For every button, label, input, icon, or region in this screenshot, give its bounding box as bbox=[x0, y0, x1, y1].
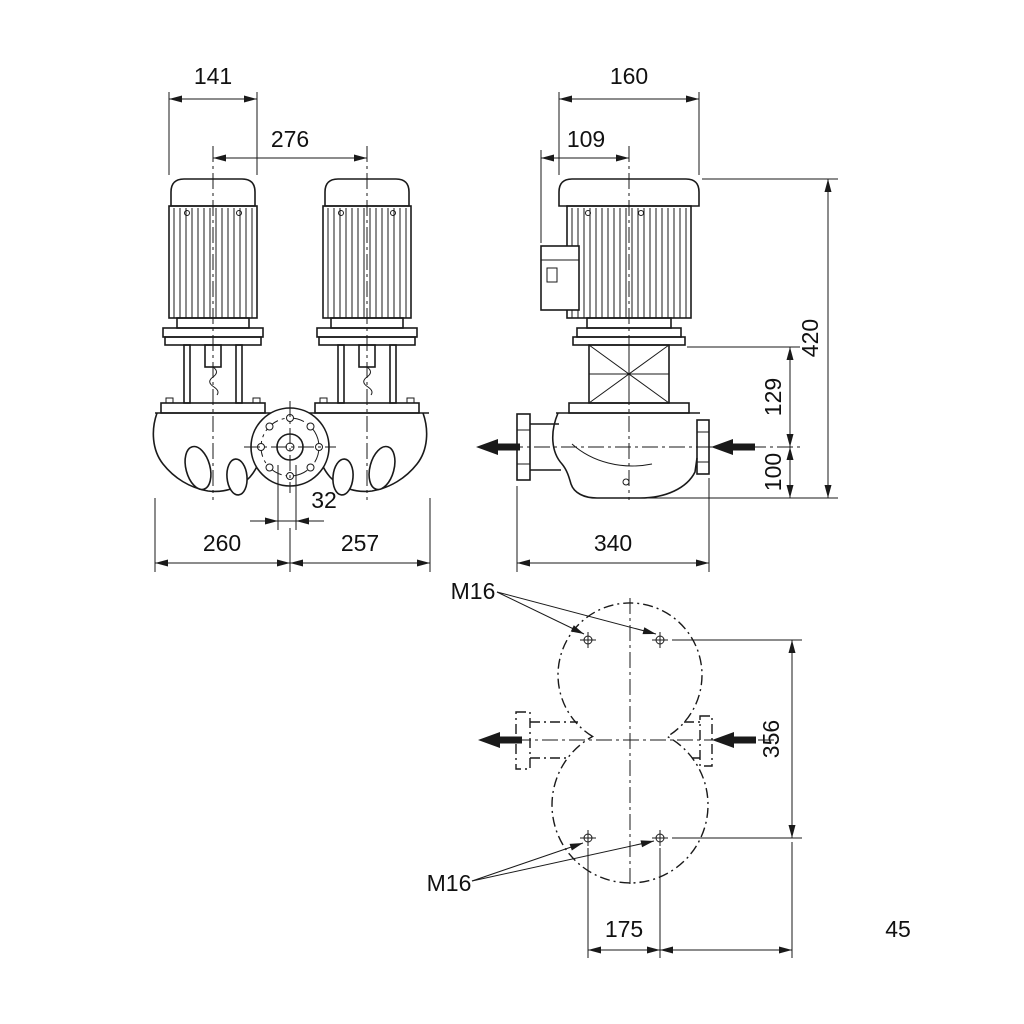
dim-port-offset-label: 32 bbox=[311, 487, 337, 513]
dim-head-spacing-label: 276 bbox=[271, 126, 309, 152]
flange-bolt-hole bbox=[265, 463, 274, 472]
extension-lines bbox=[672, 639, 802, 839]
volute-foot bbox=[368, 445, 396, 491]
cap-screw bbox=[585, 210, 591, 216]
extension-lines bbox=[516, 478, 710, 572]
extension-lines bbox=[154, 498, 431, 572]
leader-line bbox=[471, 840, 655, 882]
dim-overall-length: 356 bbox=[672, 639, 802, 839]
volute-foot bbox=[332, 458, 354, 496]
dim-bolt-spacing: 175 bbox=[587, 848, 661, 958]
suction-pipe bbox=[530, 423, 561, 471]
extension-lines bbox=[168, 92, 258, 175]
leader-line bbox=[471, 842, 584, 882]
stool-leg bbox=[235, 344, 243, 404]
cable-entry bbox=[546, 267, 558, 283]
dim-bolt-edge-label: 45 bbox=[885, 916, 911, 942]
bolt-hole bbox=[580, 632, 596, 648]
flange-centerlines bbox=[244, 401, 336, 493]
front-view: 141 276 32 260 257 bbox=[152, 63, 431, 572]
bolt-hole bbox=[652, 830, 668, 846]
dim-motor-width: 141 bbox=[168, 63, 258, 175]
dim-motor-width-label: 141 bbox=[194, 63, 232, 89]
motor-cap bbox=[558, 178, 700, 207]
pump-housing-side bbox=[476, 412, 800, 499]
suction-flange-bolts bbox=[517, 429, 530, 465]
discharge-pipe-plan bbox=[684, 721, 700, 759]
discharge-flange-plan bbox=[699, 715, 713, 767]
dim-total-height-label: 420 bbox=[797, 319, 823, 357]
flange-bolt-hole bbox=[265, 422, 274, 431]
dim-left-half: 260 bbox=[154, 498, 431, 572]
bolt-hole bbox=[652, 632, 668, 648]
dim-left-half-label: 260 bbox=[203, 530, 241, 556]
side-view: 160 109 420 129 100 340 bbox=[476, 63, 838, 572]
dim-lantern-height-label: 129 bbox=[760, 378, 786, 416]
dim-face-to-face: 340 bbox=[516, 478, 710, 572]
dim-face-to-face-label: 340 bbox=[594, 530, 632, 556]
flange-bolt-hole bbox=[306, 422, 315, 431]
motor-fins bbox=[173, 208, 253, 318]
dim-port-height-label: 100 bbox=[760, 453, 786, 491]
stool-leg bbox=[183, 344, 191, 404]
cap-screw bbox=[638, 210, 644, 216]
bolt-label-bottom: M16 bbox=[427, 870, 472, 896]
flange-bolt-hole bbox=[306, 463, 315, 472]
dim-total-height: 420 bbox=[640, 178, 838, 499]
flow-arrow-out bbox=[478, 732, 522, 748]
bolt-label-top: M16 bbox=[451, 578, 496, 604]
plan-view: M16 M16 356 175 45 bbox=[427, 578, 911, 958]
lifting-hook bbox=[209, 366, 219, 396]
extension-lines bbox=[587, 848, 661, 958]
volute-foot bbox=[184, 445, 212, 491]
flow-arrow-in bbox=[712, 732, 756, 748]
cap-screw bbox=[236, 210, 242, 216]
drain-plug bbox=[622, 478, 630, 486]
motor-cap bbox=[170, 178, 256, 207]
suction-pipe-plan bbox=[530, 721, 578, 759]
dim-head-spacing: 276 bbox=[213, 126, 367, 162]
volute-detail bbox=[571, 443, 653, 467]
dim-port-offset: 32 bbox=[250, 465, 337, 530]
dim-motor-depth-label: 160 bbox=[610, 63, 648, 89]
flow-arrow-in bbox=[711, 439, 755, 455]
foundation-bolt-holes bbox=[580, 632, 668, 846]
leader-line bbox=[496, 591, 657, 635]
dim-overall-length-label: 356 bbox=[758, 720, 784, 758]
dim-motor-depth: 160 bbox=[558, 63, 700, 175]
flow-arrow-out bbox=[476, 439, 520, 455]
extension-lines bbox=[640, 178, 838, 499]
dim-port-height: 100 bbox=[760, 447, 794, 498]
twin-volute bbox=[152, 401, 429, 496]
coupling-guard bbox=[588, 344, 670, 404]
volute-foot bbox=[226, 458, 248, 496]
guard-lattice bbox=[588, 344, 670, 404]
dim-bolt-edge: 45 bbox=[660, 842, 911, 958]
cap-screw bbox=[184, 210, 190, 216]
volute-outline bbox=[552, 412, 698, 499]
discharge-flange-bolts bbox=[697, 431, 709, 463]
bolt-hole bbox=[580, 830, 596, 846]
dim-bolt-spacing-label: 175 bbox=[605, 916, 643, 942]
dim-box-offset-label: 109 bbox=[567, 126, 605, 152]
leader-line bbox=[496, 591, 585, 635]
dim-right-half: 257 bbox=[290, 530, 430, 567]
dim-box-offset: 109 bbox=[540, 126, 629, 243]
bolt-callout-top: M16 bbox=[451, 578, 657, 635]
dim-lantern-height: 129 bbox=[687, 346, 800, 447]
bolt-callout-bottom: M16 bbox=[427, 840, 655, 896]
dim-right-half-label: 257 bbox=[341, 530, 379, 556]
